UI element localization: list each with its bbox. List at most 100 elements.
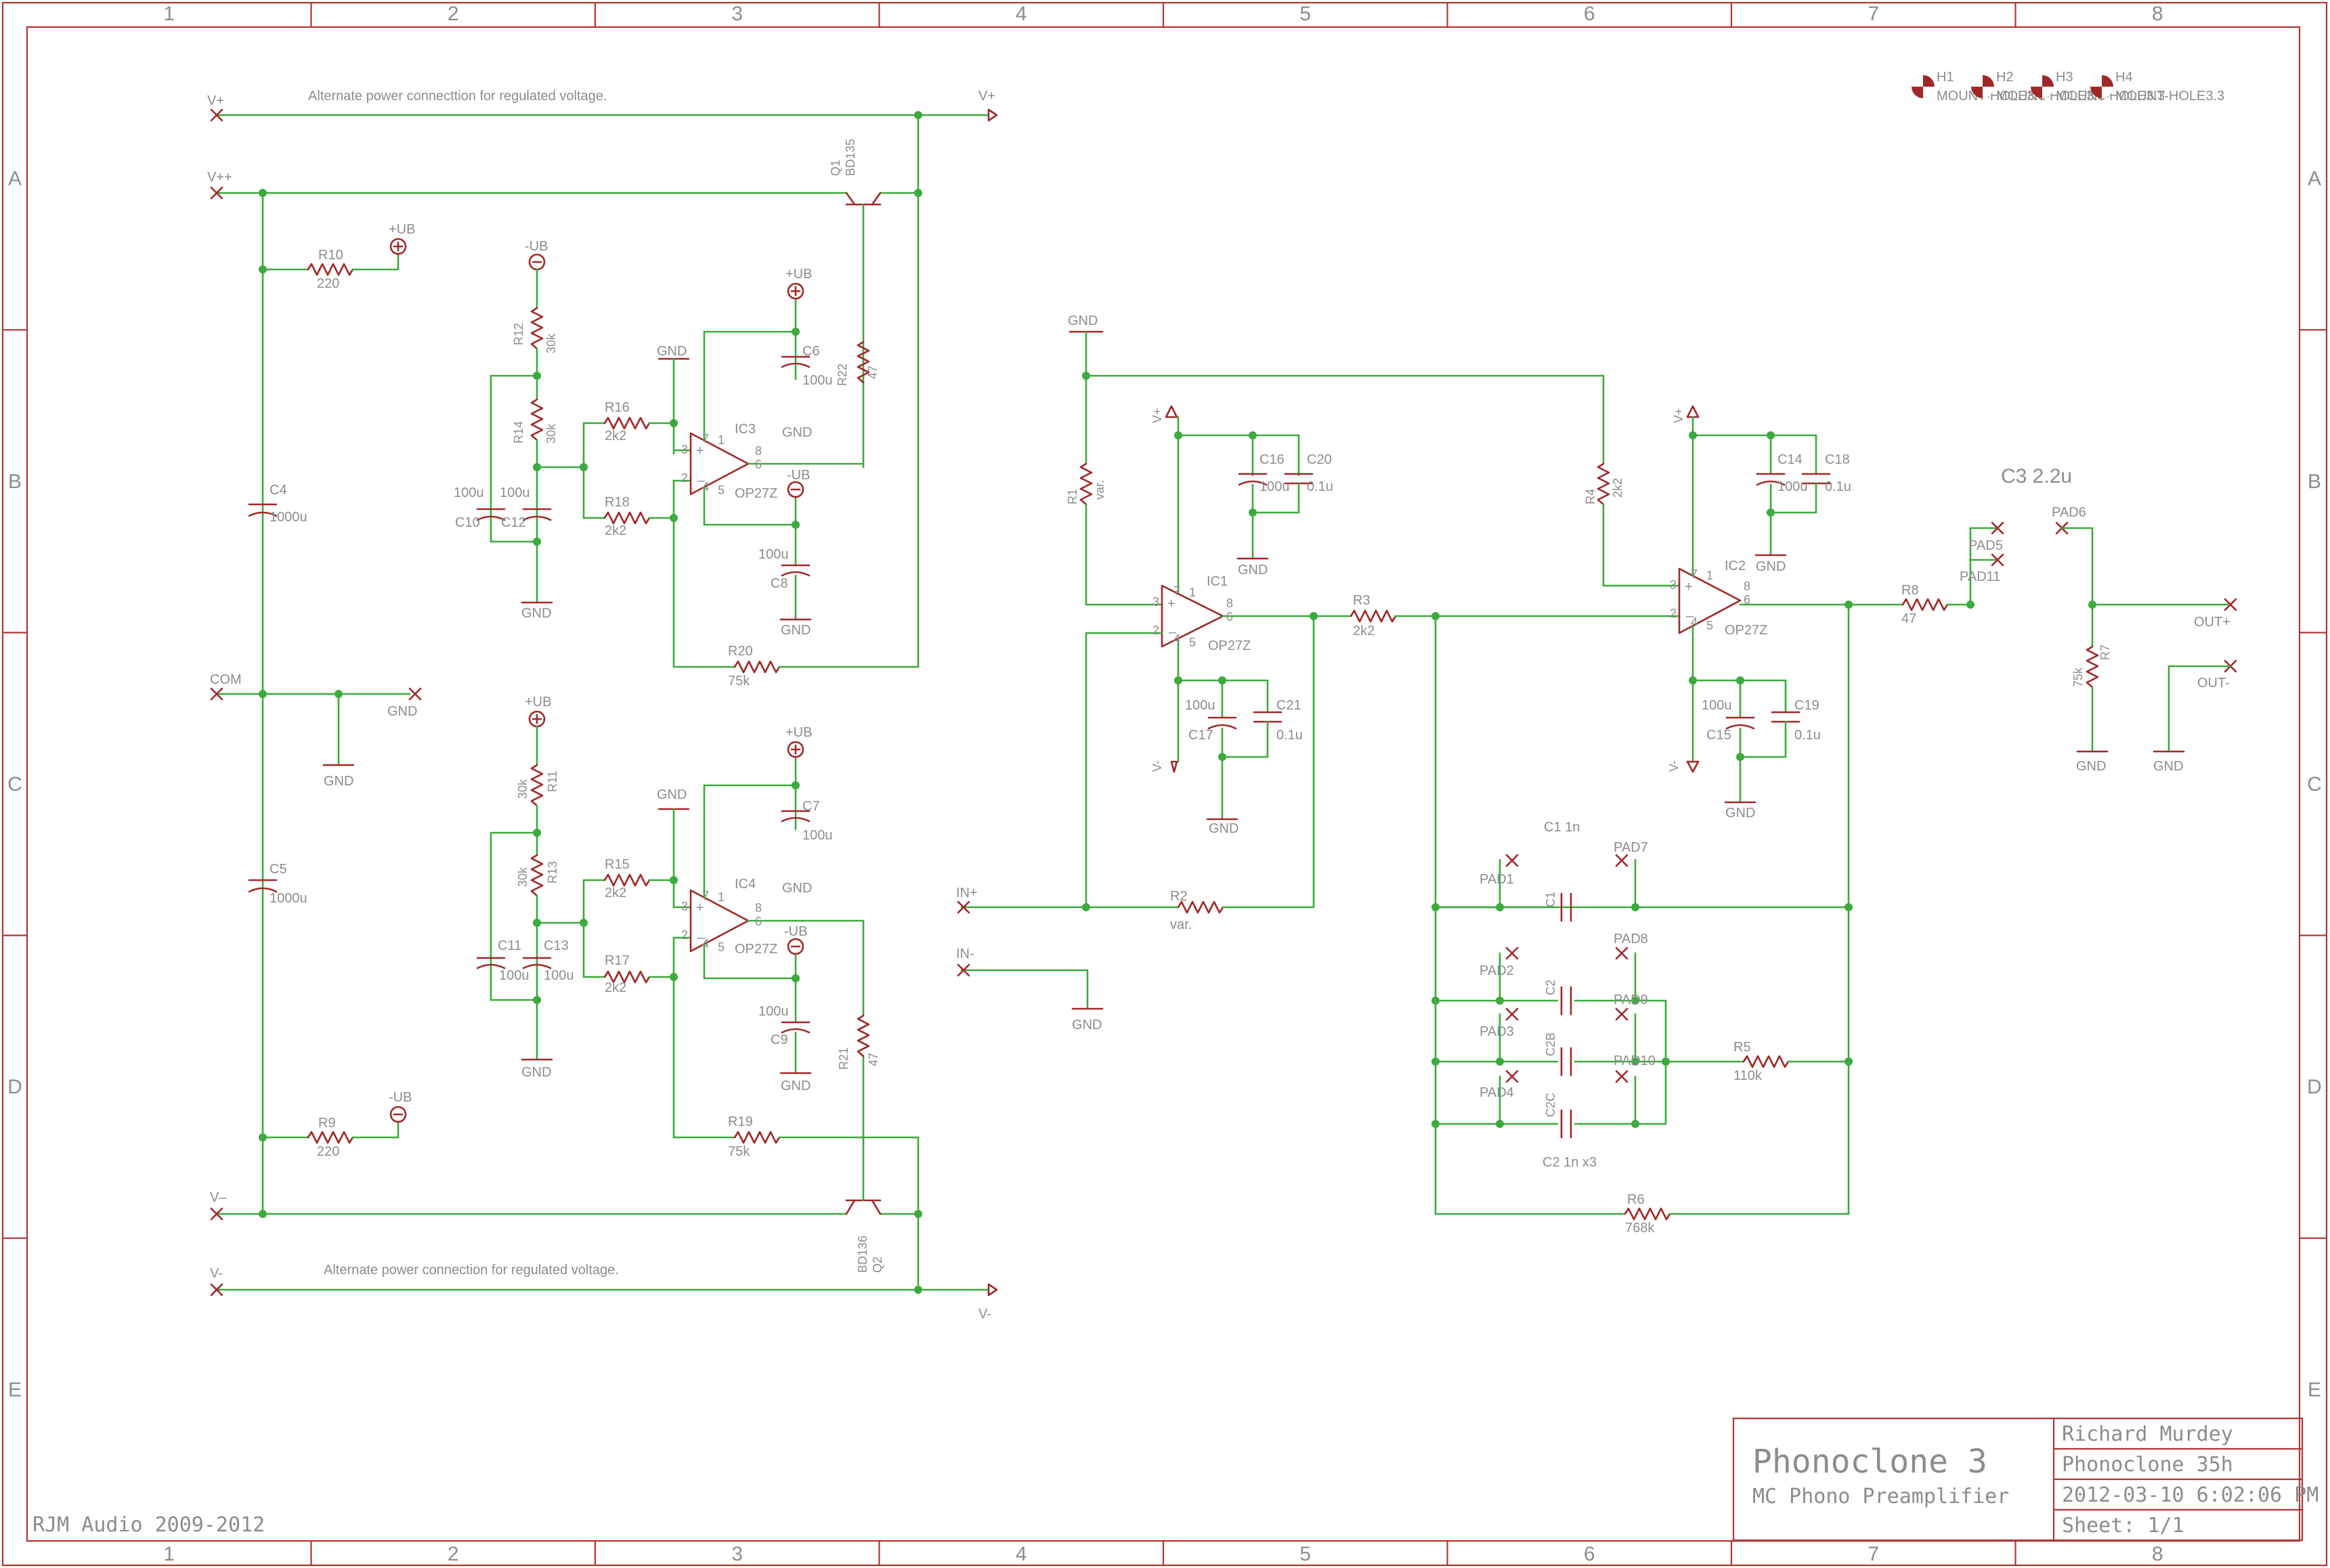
- svg-text:PAD9: PAD9: [1614, 993, 1648, 1007]
- svg-text:100u: 100u: [758, 547, 789, 562]
- svg-text:-UB: -UB: [389, 1090, 412, 1105]
- pin-number: 4: [702, 480, 709, 494]
- title-block: Phonoclone 3 MC Phono Preamplifier Richa…: [1732, 1417, 2318, 1542]
- svg-text:GND: GND: [782, 881, 812, 896]
- svg-text:GND: GND: [1756, 559, 1786, 574]
- svg-text:–: –: [697, 473, 706, 488]
- svg-text:R8: R8: [1901, 583, 1919, 598]
- svg-text:+UB: +UB: [389, 222, 415, 237]
- pin-number: 7: [1173, 584, 1180, 598]
- svg-text:–: –: [1169, 625, 1177, 640]
- svg-text:GND: GND: [781, 1079, 811, 1093]
- frame-column-6-bottom: 6: [1584, 1543, 1595, 1565]
- svg-text:–: –: [697, 930, 706, 945]
- svg-text:GND: GND: [521, 1065, 551, 1080]
- pin-number: 3: [1152, 595, 1159, 609]
- svg-text:+UB: +UB: [785, 267, 812, 282]
- capacitor-c5: C5 1000u: [248, 862, 307, 906]
- transistor-q1: Q1 BD135: [829, 139, 882, 469]
- pin-number: 2: [681, 471, 688, 485]
- svg-text:C20: C20: [1307, 452, 1332, 467]
- svg-text:R18: R18: [605, 495, 630, 510]
- svg-text:OP27Z: OP27Z: [735, 942, 777, 957]
- svg-text:1000u: 1000u: [269, 510, 307, 525]
- svg-text:var.: var.: [1093, 480, 1106, 500]
- frame-column-8-bottom: 8: [2152, 1543, 2163, 1565]
- pin-number: 4: [1691, 615, 1698, 629]
- svg-text:PAD11: PAD11: [1960, 569, 2000, 584]
- svg-text:1000u: 1000u: [269, 891, 307, 906]
- svg-text:C9: C9: [771, 1032, 788, 1047]
- frame-column-6-top: 6: [1584, 3, 1595, 25]
- net-x-vp: [210, 108, 223, 122]
- author-text: Richard Murdey: [2062, 1422, 2233, 1446]
- svg-text:V–: V–: [210, 1190, 227, 1205]
- svg-text:R20: R20: [728, 644, 753, 659]
- svg-text:100u: 100u: [1777, 479, 1808, 494]
- svg-text:BD136: BD136: [856, 1236, 869, 1273]
- net-x-vpp: [210, 186, 223, 200]
- svg-text:-UB: -UB: [787, 468, 810, 483]
- svg-text:0.1u: 0.1u: [1794, 728, 1821, 743]
- svg-text:Q2: Q2: [871, 1257, 884, 1273]
- svg-text:100u: 100u: [1702, 698, 1732, 713]
- svg-text:IC3: IC3: [735, 422, 756, 437]
- svg-text:IC2: IC2: [1725, 559, 1746, 573]
- svg-text:OUT+: OUT+: [2194, 615, 2230, 630]
- supply-plus-ub-1: +UB: [389, 222, 415, 255]
- pin-number: 6: [1226, 610, 1233, 624]
- svg-text:GND: GND: [657, 344, 687, 359]
- svg-text:GND: GND: [781, 623, 811, 638]
- svg-text:OUT-: OUT-: [2197, 676, 2230, 691]
- svg-text:220: 220: [317, 1144, 339, 1159]
- svg-text:V-: V-: [1667, 760, 1681, 772]
- pin-number: 1: [1706, 569, 1713, 582]
- svg-text:GND: GND: [2153, 759, 2183, 774]
- capacitor-c4: C4 1000u: [248, 483, 307, 525]
- svg-text:V+: V+: [1150, 408, 1164, 423]
- arrow-vp: [987, 108, 998, 122]
- svg-text:GND: GND: [1068, 313, 1098, 328]
- pin-number: 7: [702, 432, 709, 445]
- svg-text:R11: R11: [546, 770, 559, 792]
- svg-text:30k: 30k: [544, 423, 558, 443]
- pin-number: 6: [1744, 593, 1750, 607]
- pin-number: 1: [718, 433, 725, 447]
- svg-text:100u: 100u: [544, 968, 574, 983]
- svg-text:R5: R5: [1733, 1040, 1751, 1055]
- svg-text:30k: 30k: [516, 779, 530, 799]
- svg-text:V-: V-: [210, 1266, 223, 1281]
- frame-row-D-right: D: [2307, 1076, 2322, 1098]
- frame-column-2-top: 2: [448, 3, 459, 25]
- pin-number: 8: [755, 901, 762, 915]
- frame-row-C-left: C: [7, 773, 22, 796]
- mount-hole-quadrant-icon: [2042, 87, 2054, 98]
- frame-column-7-bottom: 7: [1868, 1543, 1879, 1565]
- svg-text:R4: R4: [1584, 489, 1597, 504]
- frame-column-4-top: 4: [1016, 3, 1027, 25]
- svg-text:C7: C7: [802, 799, 820, 814]
- transistor-q2: BD136 Q2: [845, 1055, 884, 1273]
- pin-number: 8: [1226, 596, 1233, 610]
- frame-row-D-left: D: [7, 1076, 22, 1098]
- svg-text:GND: GND: [1725, 806, 1755, 821]
- riaa-stage-ic2: R4 2k2 + – IC2 OP27Z V+ C14 100u C18 0.1…: [1431, 374, 2072, 1236]
- svg-text:GND: GND: [387, 704, 417, 719]
- svg-text:C14: C14: [1777, 452, 1803, 467]
- mount-hole-ref: H2: [1996, 70, 2014, 85]
- pin-number: 3: [681, 900, 688, 913]
- svg-text:C6: C6: [802, 344, 820, 359]
- svg-text:PAD5: PAD5: [1968, 538, 2003, 553]
- pin-number: 8: [1744, 580, 1750, 593]
- svg-text:0.1u: 0.1u: [1307, 479, 1333, 494]
- frame-column-8-top: 8: [2152, 3, 2163, 25]
- output-section: PAD6 OUT+ 75k R7 GND OUT- GND: [2052, 505, 2237, 774]
- svg-text:C15: C15: [1706, 728, 1731, 743]
- svg-text:IC4: IC4: [735, 877, 756, 892]
- svg-text:100u: 100u: [758, 1004, 789, 1019]
- svg-text:PAD3: PAD3: [1480, 1024, 1514, 1039]
- svg-text:BD135: BD135: [844, 139, 857, 176]
- svg-text:GND: GND: [657, 787, 687, 802]
- svg-text:var.: var.: [1170, 917, 1192, 932]
